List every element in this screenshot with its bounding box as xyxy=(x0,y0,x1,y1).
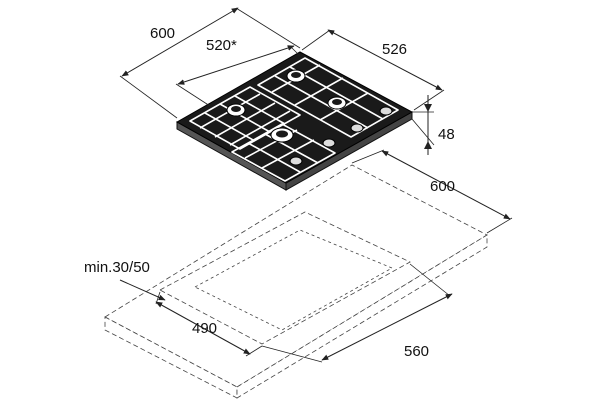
burner-back xyxy=(286,69,306,83)
burner-right xyxy=(327,96,347,110)
dim-600-counter-line xyxy=(381,150,511,220)
label-counter-width: 600 xyxy=(430,178,455,195)
grate-front xyxy=(231,123,336,182)
dim-600-top-line xyxy=(121,7,239,77)
dimension-lines xyxy=(119,7,513,363)
label-hob-depth: 526 xyxy=(382,41,407,58)
hob-knobs xyxy=(289,106,393,166)
dim-490-line xyxy=(155,301,251,355)
grate-front-bars xyxy=(244,129,319,173)
label-hob-width: 600 xyxy=(150,25,175,42)
label-hob-width-inner: 520* xyxy=(206,37,237,54)
label-cutout-width: 560 xyxy=(404,343,429,360)
dim-560-line xyxy=(321,293,453,361)
countertop xyxy=(104,164,488,399)
dim-min-line xyxy=(119,279,166,301)
label-cutout-depth: 490 xyxy=(192,320,217,337)
dim-520-line xyxy=(177,45,295,85)
grate-left xyxy=(189,86,301,150)
countertop-cutout-inner xyxy=(194,229,393,331)
label-hob-height: 48 xyxy=(438,126,455,143)
burner-left xyxy=(226,103,246,117)
burner-front xyxy=(270,127,294,143)
dim-526-line xyxy=(327,29,443,91)
knob-1 xyxy=(289,156,303,166)
countertop-front-face xyxy=(104,316,238,399)
dimension-labels: 600 520* 526 48 600 min.30/50 490 560 xyxy=(84,25,455,360)
knob-4 xyxy=(379,106,393,116)
label-min-thickness: min.30/50 xyxy=(84,259,150,276)
countertop-right-face xyxy=(236,234,488,399)
knob-2 xyxy=(322,138,336,148)
knob-3 xyxy=(350,123,364,133)
